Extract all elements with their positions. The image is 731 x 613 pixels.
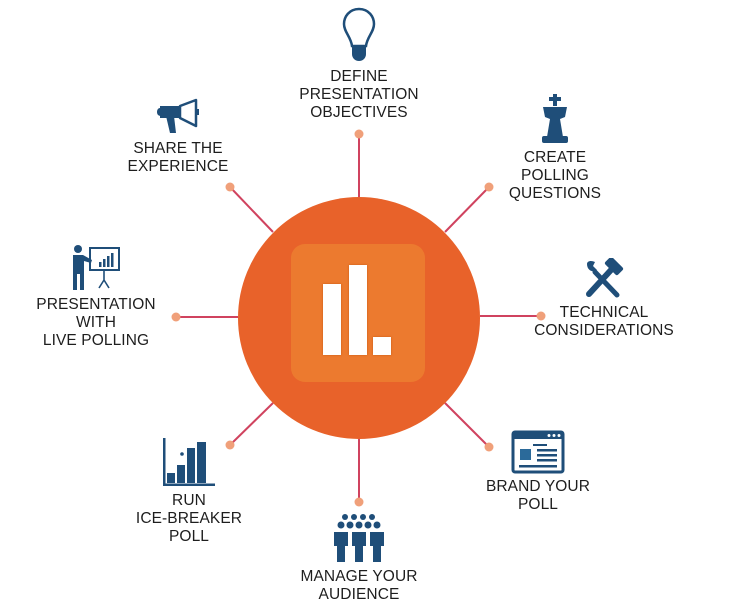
bar-chart-icon (163, 438, 215, 486)
spoke-dot (354, 129, 364, 139)
spoke-dot (225, 182, 235, 192)
node-create-questions: CREATE POLLING QUESTIONS (500, 93, 610, 203)
center-hub (238, 197, 480, 439)
audience-icon (334, 514, 384, 562)
megaphone-icon (157, 98, 199, 133)
node-define-objectives: DEFINE PRESENTATION OBJECTIVES (289, 6, 429, 122)
spoke-dot (484, 182, 494, 192)
spoke-dot (536, 311, 546, 321)
spoke-dot (225, 440, 235, 450)
bar-chart-icon (291, 244, 425, 382)
node-manage-audience: MANAGE YOUR AUDIENCE (294, 514, 424, 604)
tools-icon (586, 258, 624, 298)
spoke-dot (484, 442, 494, 452)
spoke-dot (171, 312, 181, 322)
chess-king-icon (542, 94, 568, 143)
node-share-experience: SHARE THE EXPERIENCE (118, 98, 238, 176)
lightbulb-icon (342, 7, 376, 61)
presenter-icon (73, 245, 120, 290)
node-technical-considerations: TECHNICAL CONSIDERATIONS (528, 258, 680, 340)
node-presentation-live-polling: PRESENTATION WITH LIVE POLLING (26, 244, 166, 350)
spoke-dot (354, 497, 364, 507)
node-icebreaker-poll: RUN ICE-BREAKER POLL (134, 436, 244, 546)
node-brand-poll: BRAND YOUR POLL (478, 430, 598, 514)
browser-window-icon (511, 430, 565, 474)
